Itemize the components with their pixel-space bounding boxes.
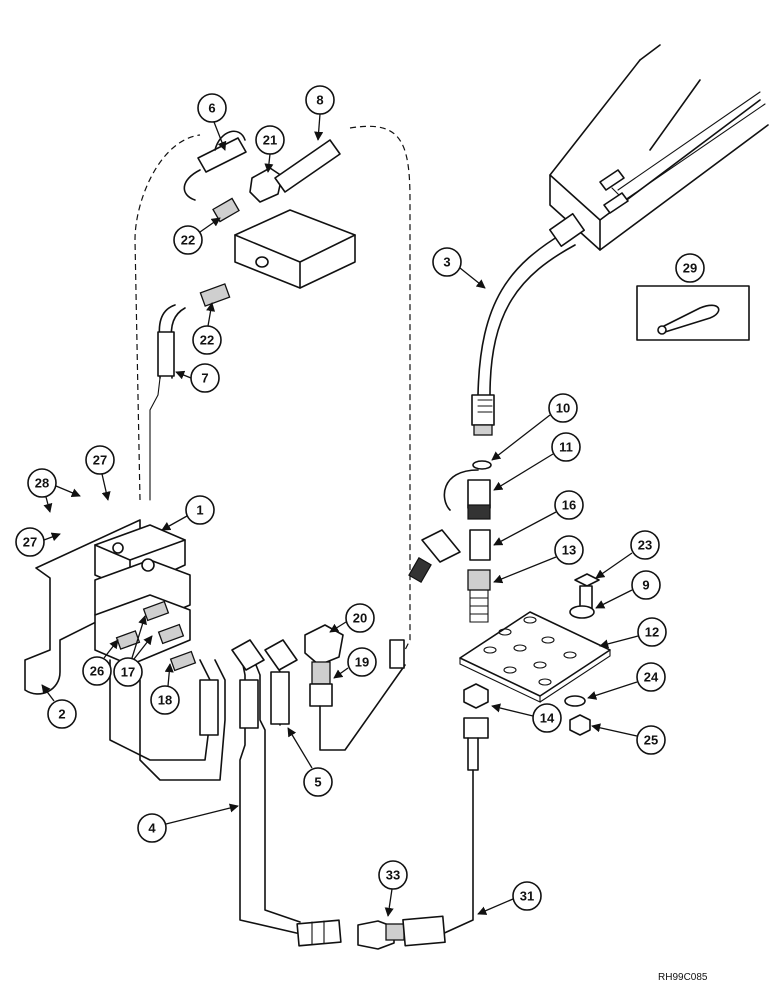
svg-text:33: 33 [386, 868, 400, 883]
manifold-block [234, 209, 356, 289]
callout-22-upper: 22 [173, 217, 221, 255]
svg-text:10: 10 [556, 401, 570, 416]
callout-8: 8 [305, 85, 335, 141]
svg-text:12: 12 [645, 625, 659, 640]
callout-13: 13 [493, 535, 584, 584]
svg-text:19: 19 [355, 655, 369, 670]
coupler-stack [408, 460, 492, 623]
callout-2: 2 [41, 684, 77, 729]
callout-10: 10 [491, 393, 578, 461]
callout-29: 29 [675, 253, 705, 283]
svg-text:7: 7 [201, 371, 208, 386]
callout-7: 7 [175, 363, 220, 393]
hardware-small [439, 573, 600, 936]
svg-text:5: 5 [314, 775, 321, 790]
callout-31: 31 [477, 881, 542, 915]
svg-text:26: 26 [90, 664, 104, 679]
callout-21: 21 [255, 125, 285, 173]
svg-text:16: 16 [562, 498, 576, 513]
callout-9: 9 [595, 570, 661, 609]
svg-text:3: 3 [443, 255, 450, 270]
callout-12: 12 [599, 617, 667, 649]
callout-27-upper: 27 [85, 445, 115, 501]
callout-20: 20 [329, 603, 375, 633]
callout-23: 23 [595, 530, 660, 579]
svg-text:29: 29 [683, 261, 697, 276]
callout-27-lower: 27 [15, 527, 61, 557]
svg-text:21: 21 [263, 133, 277, 148]
svg-text:20: 20 [353, 611, 367, 626]
hose-3 [471, 212, 586, 436]
svg-text:27: 27 [93, 453, 107, 468]
svg-text:23: 23 [638, 538, 652, 553]
callout-24: 24 [587, 662, 666, 700]
svg-text:22: 22 [200, 333, 214, 348]
callout-28: 28 [27, 468, 81, 513]
svg-text:6: 6 [208, 101, 215, 116]
mount-plate-12 [459, 611, 611, 703]
callout-22-lower: 22 [192, 302, 222, 355]
callout-26: 26 [82, 639, 119, 686]
callout-11: 11 [493, 432, 581, 491]
svg-text:11: 11 [559, 440, 573, 455]
svg-text:17: 17 [121, 665, 135, 680]
callout-1: 1 [161, 495, 215, 531]
strap-29-panel [636, 285, 750, 341]
control-valve-assembly [24, 519, 197, 695]
callout-33: 33 [378, 860, 408, 917]
callout-18: 18 [150, 663, 180, 715]
callout-17: 17 [113, 615, 153, 687]
svg-text:22: 22 [181, 233, 195, 248]
svg-text:8: 8 [316, 93, 323, 108]
svg-text:25: 25 [644, 733, 658, 748]
svg-text:18: 18 [158, 693, 172, 708]
svg-text:4: 4 [148, 821, 156, 836]
svg-text:24: 24 [644, 670, 659, 685]
svg-text:9: 9 [642, 578, 649, 593]
bottom-couplers [296, 915, 446, 950]
callout-19: 19 [333, 647, 377, 679]
callout-4: 4 [137, 803, 239, 843]
svg-text:1: 1 [196, 503, 203, 518]
svg-text:28: 28 [35, 476, 49, 491]
callout-25: 25 [591, 723, 666, 755]
dashed-hose-route-left [134, 134, 201, 501]
hose-7 [149, 304, 186, 501]
fittings-19-20 [304, 624, 406, 751]
svg-text:31: 31 [520, 889, 534, 904]
dashed-hose-route-right [349, 125, 411, 661]
hose-bundle-4-5 [109, 639, 306, 936]
svg-text:13: 13 [562, 543, 576, 558]
callout-16: 16 [493, 490, 584, 546]
svg-text:14: 14 [540, 711, 555, 726]
callout-6: 6 [197, 93, 227, 151]
fittings-upper [183, 130, 341, 307]
callout-14: 14 [491, 703, 562, 733]
callout-5: 5 [287, 727, 333, 797]
svg-text:27: 27 [23, 535, 37, 550]
drawing-reference-code: RH99C085 [658, 972, 708, 983]
svg-text:2: 2 [58, 707, 65, 722]
boom-arm [549, 44, 769, 251]
callout-3: 3 [432, 247, 486, 289]
